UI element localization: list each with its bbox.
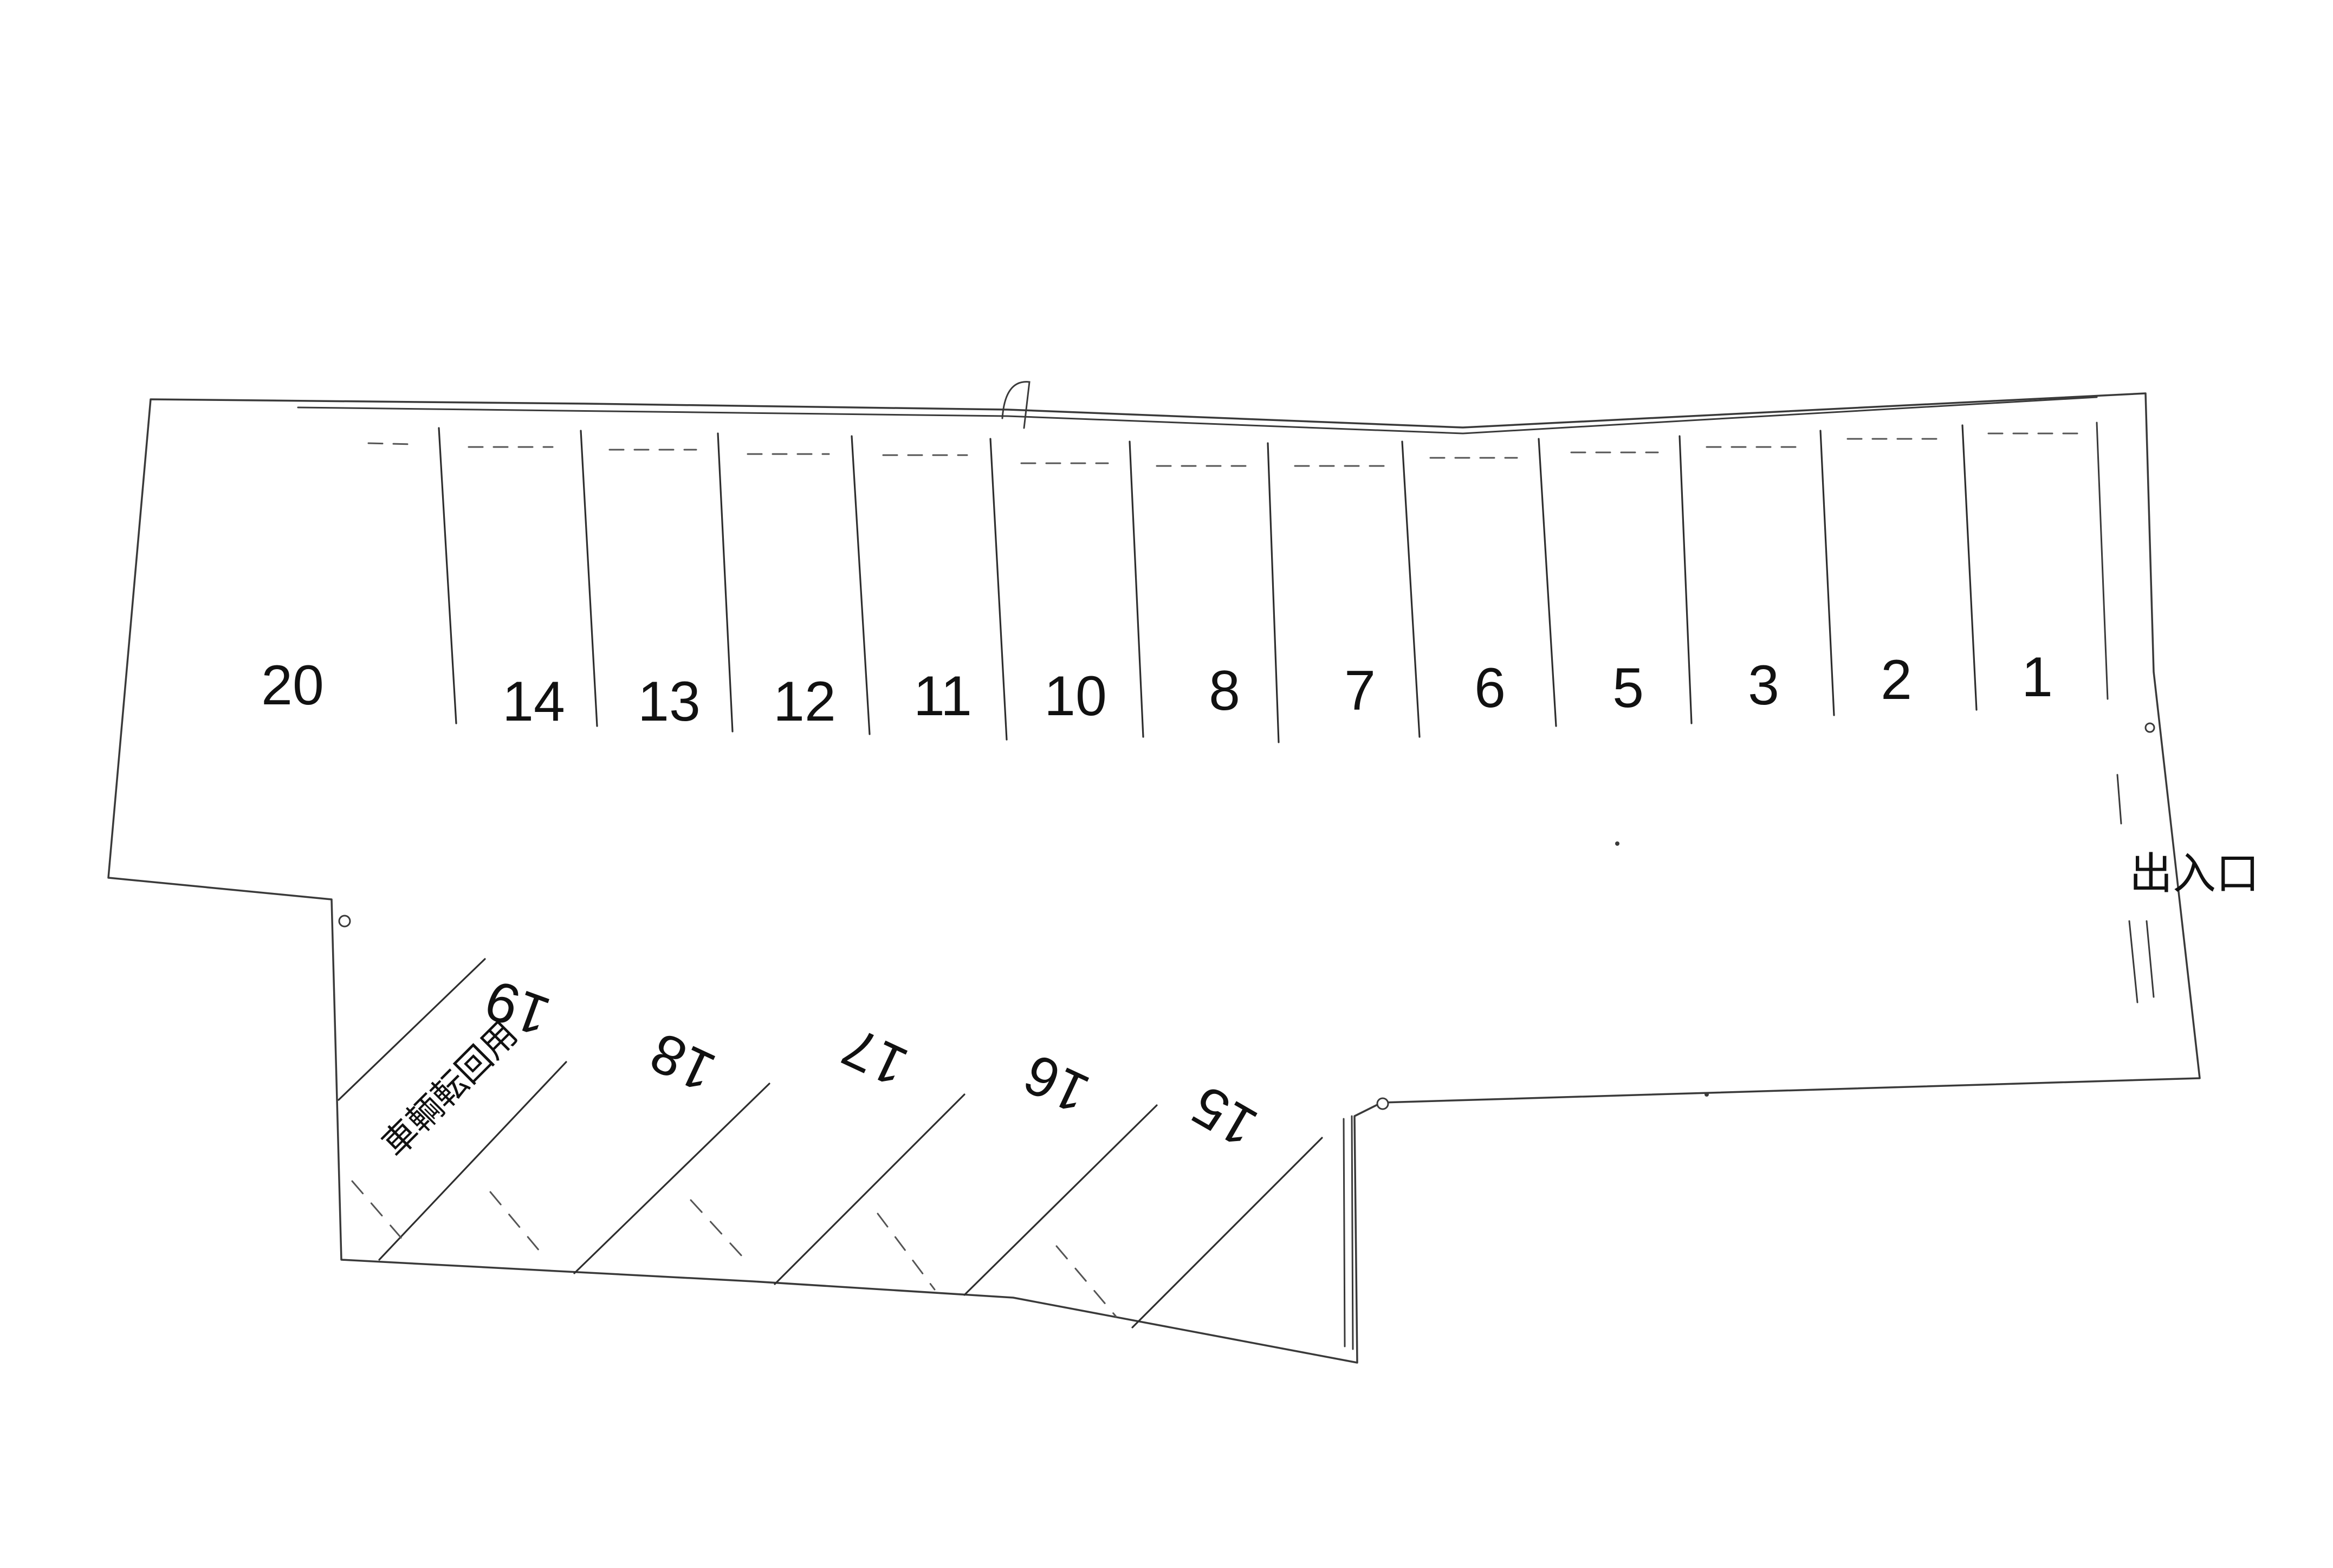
stall-number-1: 1: [2021, 646, 2053, 709]
divider-14-13: [580, 430, 598, 727]
stall-number-17: 17: [833, 1015, 917, 1098]
stall-number-13: 13: [638, 670, 701, 733]
diag-stop-17: [690, 1199, 749, 1264]
stall-number-18: 18: [641, 1020, 724, 1104]
entrance-rail-lower-2: [2146, 920, 2155, 998]
markers: [338, 722, 2155, 1110]
divider-2-1: [1961, 424, 1978, 711]
speck-1: [1615, 841, 1619, 846]
bottom-row-stall-numbers: 19 18 17 16 15: [477, 968, 1267, 1159]
diag-divider-d: [774, 1093, 965, 1285]
bottom-right-post-2: [1351, 1115, 1354, 1350]
divider-10-8: [1129, 440, 1144, 738]
entrance-rail-lower-1: [2128, 920, 2138, 1003]
lot-outline: [107, 381, 2201, 1364]
stall-number-3: 3: [1748, 654, 1779, 717]
divider-13-12: [717, 432, 734, 733]
divider-3-2: [1819, 430, 1835, 716]
diag-divider-c: [573, 1083, 770, 1274]
stall-number-8: 8: [1209, 659, 1240, 722]
diag-divider-f: [1131, 1137, 1323, 1329]
stall-number-16: 16: [1015, 1042, 1098, 1125]
divider-6-5: [1538, 438, 1557, 727]
stall-number-10: 10: [1044, 665, 1107, 728]
stall-number-6: 6: [1474, 657, 1506, 720]
diag-stop-19: [351, 1180, 405, 1242]
bottom-row-stop-lines: [351, 1180, 1117, 1318]
divider-20-14: [438, 427, 457, 724]
corner-marker-left: [338, 915, 351, 928]
stall-number-15: 15: [1182, 1073, 1267, 1159]
stall-number-7: 7: [1344, 659, 1376, 722]
corner-marker-bottom: [1376, 1097, 1389, 1110]
divider-8-7: [1267, 442, 1280, 743]
stall-number-14: 14: [502, 670, 565, 733]
bottom-right-post-1: [1343, 1118, 1346, 1347]
diag-divider-a: [338, 958, 486, 1101]
top-row-stall-numbers: 20 14 13 12 11 10 8 7 6 5 3 2 1: [261, 646, 2053, 733]
divider-7-6: [1401, 440, 1421, 738]
stall-number-11: 11: [913, 665, 972, 728]
stall-number-20: 20: [261, 654, 324, 717]
divider-12-11: [851, 435, 871, 735]
entrance-label: 出入口: [2129, 848, 2259, 899]
diag-divider-e: [963, 1104, 1158, 1296]
top-notch: [1001, 381, 1031, 429]
divider-5-3: [1679, 435, 1693, 724]
top-row-dividers: [438, 424, 1978, 743]
top-curb: [297, 396, 2098, 435]
stop-line-20: [367, 442, 413, 445]
stall-number-12: 12: [773, 670, 836, 733]
diag-stop-18: [489, 1191, 546, 1258]
turnaround-label: 車輌転回用: [374, 1014, 526, 1165]
lot-boundary: [107, 392, 2201, 1364]
top-row-stop-lines: [367, 432, 2079, 467]
stall-number-5: 5: [1612, 657, 1644, 720]
stall-number-2: 2: [1881, 649, 1912, 711]
bottom-row-dividers: [338, 958, 1323, 1329]
divider-11-10: [989, 438, 1008, 741]
right-stall-edge: [2096, 422, 2109, 700]
entrance-rail-upper: [2116, 774, 2122, 825]
diag-divider-b: [378, 1061, 567, 1261]
diag-stop-15: [1055, 1245, 1117, 1318]
speck-2: [1705, 1092, 1709, 1097]
diag-stop-16: [877, 1213, 936, 1291]
corner-marker-right: [2144, 722, 2155, 733]
